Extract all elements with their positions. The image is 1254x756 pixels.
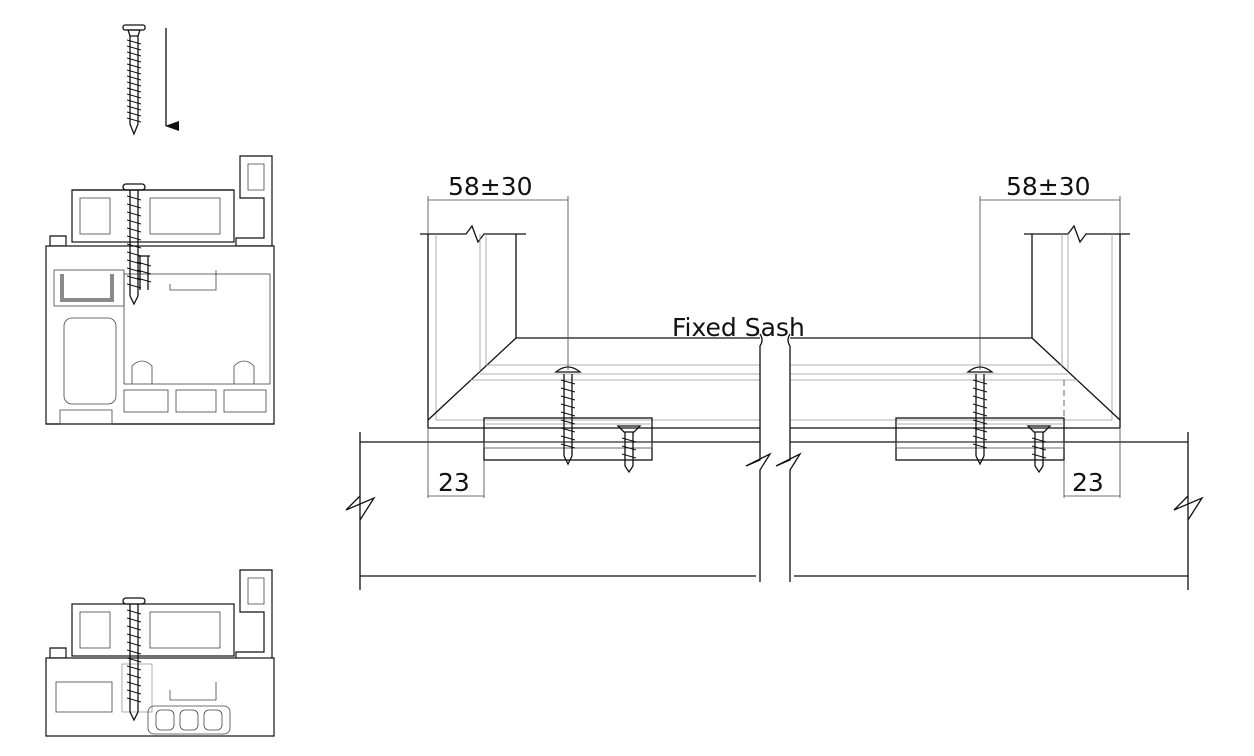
screw-icon bbox=[122, 597, 146, 722]
small-screw-icon bbox=[616, 425, 642, 474]
small-screw-icon bbox=[136, 255, 152, 290]
dimension-right-top: 58±30 bbox=[1006, 172, 1091, 201]
fixed-sash-label: Fixed Sash bbox=[672, 313, 805, 342]
screw-icon bbox=[966, 366, 994, 466]
small-screw-icon bbox=[1026, 425, 1052, 474]
dimension-left-bottom: 23 bbox=[438, 468, 470, 497]
dimension-right-bottom: 23 bbox=[1072, 468, 1104, 497]
dimension-left-top: 58±30 bbox=[448, 172, 533, 201]
profile-section-upper bbox=[45, 155, 275, 425]
screw-icon bbox=[554, 366, 582, 466]
loose-screw-icon bbox=[122, 24, 146, 136]
profile-section-lower bbox=[45, 569, 275, 737]
fixed-sash-drawing bbox=[345, 196, 1204, 590]
